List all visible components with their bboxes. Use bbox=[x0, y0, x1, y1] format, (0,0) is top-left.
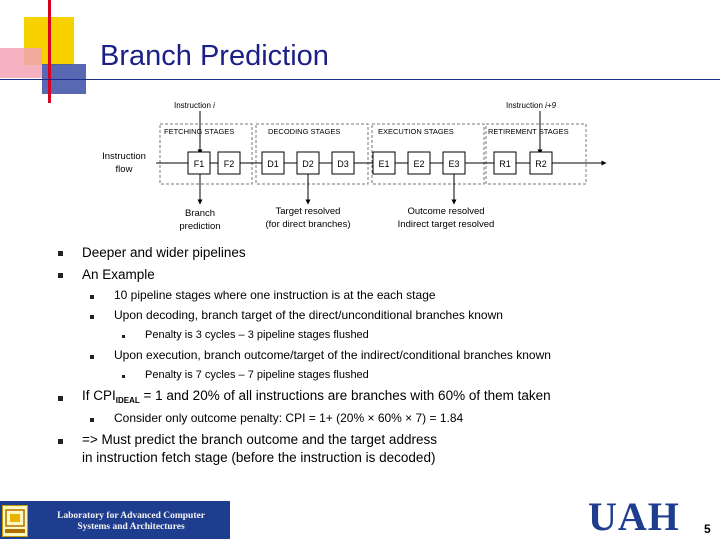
stage-box-e3: E3 bbox=[442, 151, 466, 175]
corner-decoration-pink bbox=[0, 48, 42, 78]
stage-label-fetch: FETCHING STAGES bbox=[164, 127, 234, 136]
bullet-must-predict-2: in instruction fetch stage (before the i… bbox=[82, 450, 436, 465]
execute-stage-group bbox=[371, 123, 485, 185]
svg-text:F1: F1 bbox=[194, 159, 205, 169]
lab-banner bbox=[0, 501, 230, 539]
bullet-marker bbox=[90, 418, 94, 422]
bullet-outcome-penalty: Consider only outcome penalty: CPI = 1+ … bbox=[114, 411, 464, 425]
instruction-flow-label-2: flow bbox=[116, 164, 133, 175]
page-number: 5 bbox=[704, 522, 711, 536]
stage-box-d1: D1 bbox=[261, 151, 285, 175]
retire-stage-group bbox=[485, 123, 587, 185]
stage-box-e2: E2 bbox=[407, 151, 431, 175]
outcome-resolved-label-2: Indirect target resolved bbox=[398, 219, 495, 230]
svg-text:F2: F2 bbox=[224, 159, 235, 169]
bullet-marker bbox=[58, 273, 63, 278]
bullet-must-predict-1: => Must predict the branch outcome and t… bbox=[82, 432, 437, 447]
svg-text:D1: D1 bbox=[267, 159, 279, 169]
svg-text:R2: R2 bbox=[535, 159, 547, 169]
stage-box-e1: E1 bbox=[372, 151, 396, 175]
stage-label-execute: EXECUTION STAGES bbox=[378, 127, 454, 136]
stage-box-r1: R1 bbox=[493, 151, 517, 175]
stage-label-retire: RETIREMENT STAGES bbox=[488, 127, 569, 136]
outcome-resolved-label-1: Outcome resolved bbox=[407, 206, 484, 217]
bullet-marker bbox=[122, 335, 125, 338]
stage-box-f2: F2 bbox=[217, 151, 241, 175]
bullet-upon-decoding: Upon decoding, branch target of the dire… bbox=[114, 308, 503, 322]
decode-stage-group bbox=[255, 123, 369, 185]
lab-name: Laboratory for Advanced Computer Systems… bbox=[57, 511, 205, 532]
bullet-upon-execution: Upon execution, branch outcome/target of… bbox=[114, 348, 551, 362]
instruction-i9-label: Instruction i+9 bbox=[506, 101, 557, 110]
bullet-an-example: An Example bbox=[82, 267, 155, 282]
stage-box-d2: D2 bbox=[296, 151, 320, 175]
bullet-deeper-pipelines: Deeper and wider pipelines bbox=[82, 245, 246, 260]
bullet-ten-stages: 10 pipeline stages where one instruction… bbox=[114, 288, 436, 302]
svg-text:E3: E3 bbox=[448, 159, 459, 169]
pipeline-diagram: Instruction i Instruction i+9 FETCHING S… bbox=[102, 101, 607, 232]
stage-box-d3: D3 bbox=[331, 151, 355, 175]
svg-text:E2: E2 bbox=[413, 159, 424, 169]
target-resolved-label-1: Target resolved bbox=[276, 206, 341, 217]
svg-text:E1: E1 bbox=[378, 159, 389, 169]
bullet-marker bbox=[90, 355, 94, 359]
uah-logo: UAH bbox=[588, 494, 680, 539]
bullet-penalty-3: Penalty is 3 cycles – 3 pipeline stages … bbox=[145, 329, 369, 341]
bullet-marker bbox=[122, 375, 125, 378]
bullet-cpi-ideal: If CPIIDEAL = 1 and 20% of all instructi… bbox=[82, 388, 551, 405]
branch-prediction-label-2: prediction bbox=[179, 221, 220, 232]
bullet-marker bbox=[58, 396, 63, 401]
corner-decoration-red-line bbox=[48, 0, 51, 103]
bullet-marker bbox=[58, 251, 63, 256]
svg-text:D2: D2 bbox=[302, 159, 314, 169]
target-resolved-label-2: (for direct branches) bbox=[265, 219, 350, 230]
svg-text:D3: D3 bbox=[337, 159, 349, 169]
svg-text:R1: R1 bbox=[499, 159, 511, 169]
stage-label-decode: DECODING STAGES bbox=[268, 127, 340, 136]
stage-box-r2: R2 bbox=[529, 151, 553, 175]
bullet-marker bbox=[58, 439, 63, 444]
fetch-stage-group bbox=[159, 123, 253, 185]
branch-prediction-label-1: Branch bbox=[185, 208, 215, 219]
instruction-i-label: Instruction i bbox=[174, 101, 215, 110]
bullet-marker bbox=[90, 295, 94, 299]
slide-title: Branch Prediction bbox=[100, 40, 329, 72]
lab-logo-icon bbox=[2, 505, 28, 537]
instruction-flow-label-1: Instruction bbox=[102, 151, 146, 162]
bullet-penalty-7: Penalty is 7 cycles – 7 pipeline stages … bbox=[145, 369, 369, 381]
stage-box-f1: F1 bbox=[187, 151, 211, 175]
title-underline bbox=[0, 79, 720, 80]
bullet-marker bbox=[90, 315, 94, 319]
